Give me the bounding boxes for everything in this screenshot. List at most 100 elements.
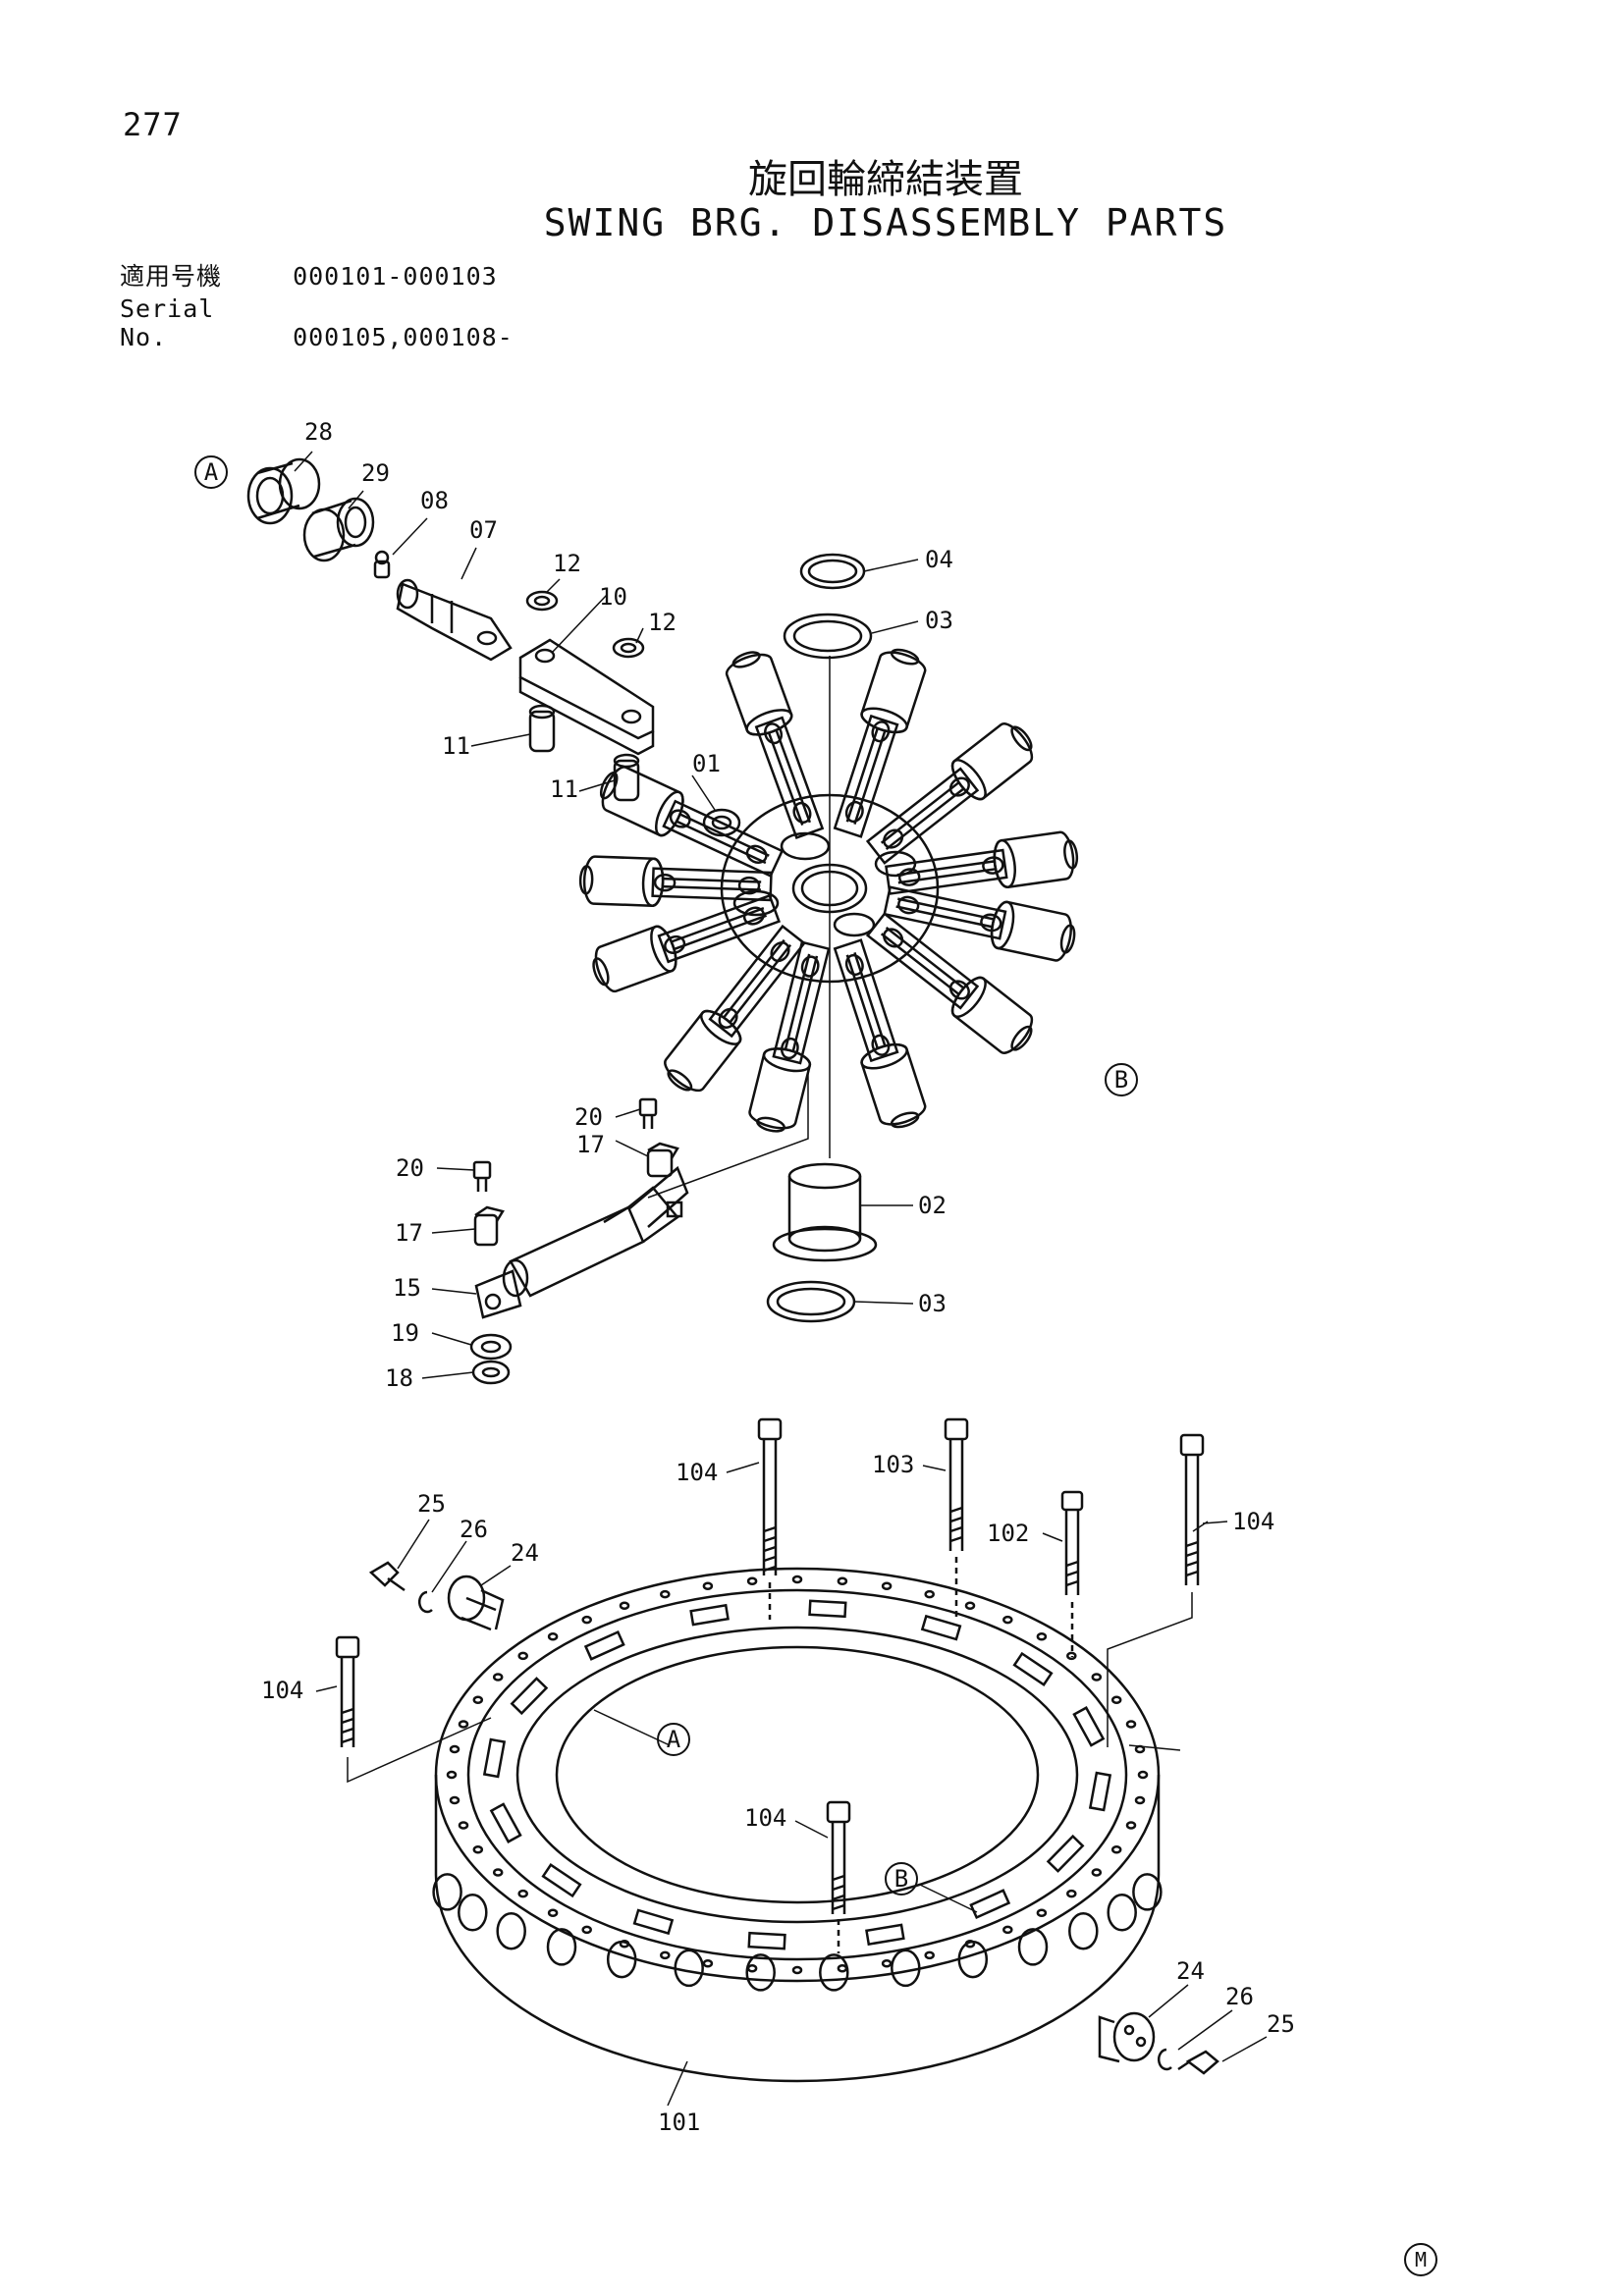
ring-side-hole — [1132, 1873, 1163, 1911]
jack-arm — [865, 912, 1034, 1054]
part-104-bolt-b — [1107, 1433, 1205, 1747]
serial-label: Serial No. — [120, 294, 215, 351]
ring-bolt-hole — [449, 1795, 460, 1805]
ring-bolt-hole — [517, 1651, 528, 1661]
ring-bolt-hole — [492, 1673, 504, 1682]
ring-bolt-hole — [881, 1581, 893, 1591]
jack-arm — [664, 924, 806, 1093]
ring-bolt-hole — [547, 1908, 559, 1917]
ring-bolt-holes — [446, 1575, 1149, 1975]
part-103-bolt — [944, 1417, 969, 1620]
ring-side-hole — [1107, 1894, 1137, 1932]
part-19-spacer — [469, 1333, 513, 1361]
ring-side-hole — [458, 1894, 488, 1932]
part-03-ring-bottom — [766, 1280, 856, 1323]
callout-19: 19 — [391, 1319, 419, 1347]
ring-bolt-hole — [881, 1958, 893, 1968]
jack-arm — [725, 651, 825, 840]
ring-bolt-hole — [837, 1964, 848, 1973]
ring-bolt-hole — [547, 1632, 559, 1641]
part-15-cylinder — [474, 1165, 689, 1319]
callout-104-d: 104 — [744, 1804, 786, 1832]
callout-26-left: 26 — [460, 1516, 488, 1543]
ring-bolt-hole — [964, 1601, 976, 1610]
part-104-bolt-c — [335, 1635, 492, 1784]
part-11-pin-2 — [613, 753, 640, 802]
serial-range-2: 000105,000108- — [293, 323, 514, 351]
part-29-bushing — [302, 497, 375, 562]
ring-side-hole — [891, 1949, 921, 1988]
part-01-nut — [702, 808, 741, 837]
ring-bolt-hole — [1036, 1632, 1048, 1641]
ring-bolt-hole — [581, 1615, 592, 1625]
ring-bolt-hole — [449, 1744, 460, 1754]
callout-02: 02 — [918, 1192, 947, 1219]
serial-label-japanese: 適用号機 — [120, 262, 223, 291]
part-25-bolt-right — [1177, 2050, 1219, 2075]
ring-bolt-hole — [791, 1575, 803, 1584]
part-12-washer-right — [612, 637, 645, 659]
ring-spacer-pad — [1088, 1771, 1112, 1812]
ring-bolt-hole — [1134, 1795, 1146, 1805]
page-title: SWING BRG. DISASSEMBLY PARTS — [543, 201, 1228, 244]
ring-bolt-hole — [1066, 1889, 1077, 1898]
callout-12-right: 12 — [648, 609, 677, 636]
part-26-clip-left — [417, 1590, 433, 1614]
ring-side-hole — [819, 1953, 849, 1992]
callout-08: 08 — [420, 487, 449, 514]
ring-spacer-pad — [689, 1603, 730, 1627]
jack-arm — [599, 766, 785, 878]
part-20-bolt-lower — [472, 1160, 492, 1192]
ring-spacer-pad — [865, 1923, 905, 1947]
part-17-block-lower — [473, 1205, 505, 1247]
part-04-snap-ring — [799, 553, 866, 590]
part-104-bolt-a — [757, 1417, 783, 1620]
ring-bolt-hole — [746, 1576, 758, 1585]
callout-20-upper: 20 — [574, 1103, 603, 1131]
ring-side-hole — [745, 1953, 776, 1992]
ring-spacer-pad — [1072, 1706, 1106, 1747]
part-24-plate-left — [447, 1575, 505, 1631]
ring-side-hole — [546, 1928, 577, 1966]
ring-spacer-pads — [482, 1599, 1112, 1950]
callout-03-bottom: 03 — [918, 1290, 947, 1317]
ref-A-top-label: A — [204, 458, 219, 486]
ref-B-ring: B — [885, 1862, 918, 1896]
jack-arm — [885, 830, 1079, 895]
ref-A-top: A — [194, 455, 228, 489]
callout-29: 29 — [361, 459, 390, 487]
serial-row-2: Serial No. 000105,000108- — [120, 294, 514, 351]
ring-bolt-hole — [581, 1925, 592, 1935]
ring-bolt-hole — [1002, 1925, 1013, 1935]
ring-spacer-pad — [920, 1614, 962, 1641]
jack-arm — [883, 885, 1076, 962]
part-104-bolt-d — [826, 1800, 851, 1953]
ring-side-hole — [674, 1949, 704, 1988]
ring-spacer-pad — [541, 1863, 582, 1898]
callout-20-lower: 20 — [396, 1154, 424, 1182]
ring-spacer-pad — [489, 1802, 522, 1843]
ref-A-ring: A — [657, 1723, 690, 1756]
ring-bolt-hole — [924, 1950, 935, 1960]
jack-arm — [833, 938, 927, 1129]
callout-25-right: 25 — [1267, 2010, 1295, 2038]
ring-bolt-hole — [458, 1821, 469, 1830]
callout-24-left: 24 — [511, 1539, 539, 1567]
jack-arm — [865, 722, 1034, 865]
ring-spacer-pad — [1012, 1651, 1054, 1686]
jack-arm — [748, 940, 831, 1133]
callout-10: 10 — [599, 583, 627, 611]
ring-bolt-hole — [660, 1950, 671, 1960]
callout-01: 01 — [692, 750, 721, 777]
callout-104-a: 104 — [676, 1459, 718, 1486]
ring-bolt-hole — [660, 1589, 671, 1599]
ring-bolt-hole — [1002, 1615, 1013, 1625]
ring-spacer-pad — [510, 1677, 549, 1716]
ring-bolt-hole — [1125, 1821, 1137, 1830]
ring-bolt-hole — [1091, 1673, 1103, 1682]
callout-12-top: 12 — [553, 550, 581, 577]
callout-11-upper: 11 — [442, 732, 470, 760]
ring-side-hole — [432, 1873, 462, 1911]
part-101-swing-bearing — [432, 1567, 1163, 2083]
